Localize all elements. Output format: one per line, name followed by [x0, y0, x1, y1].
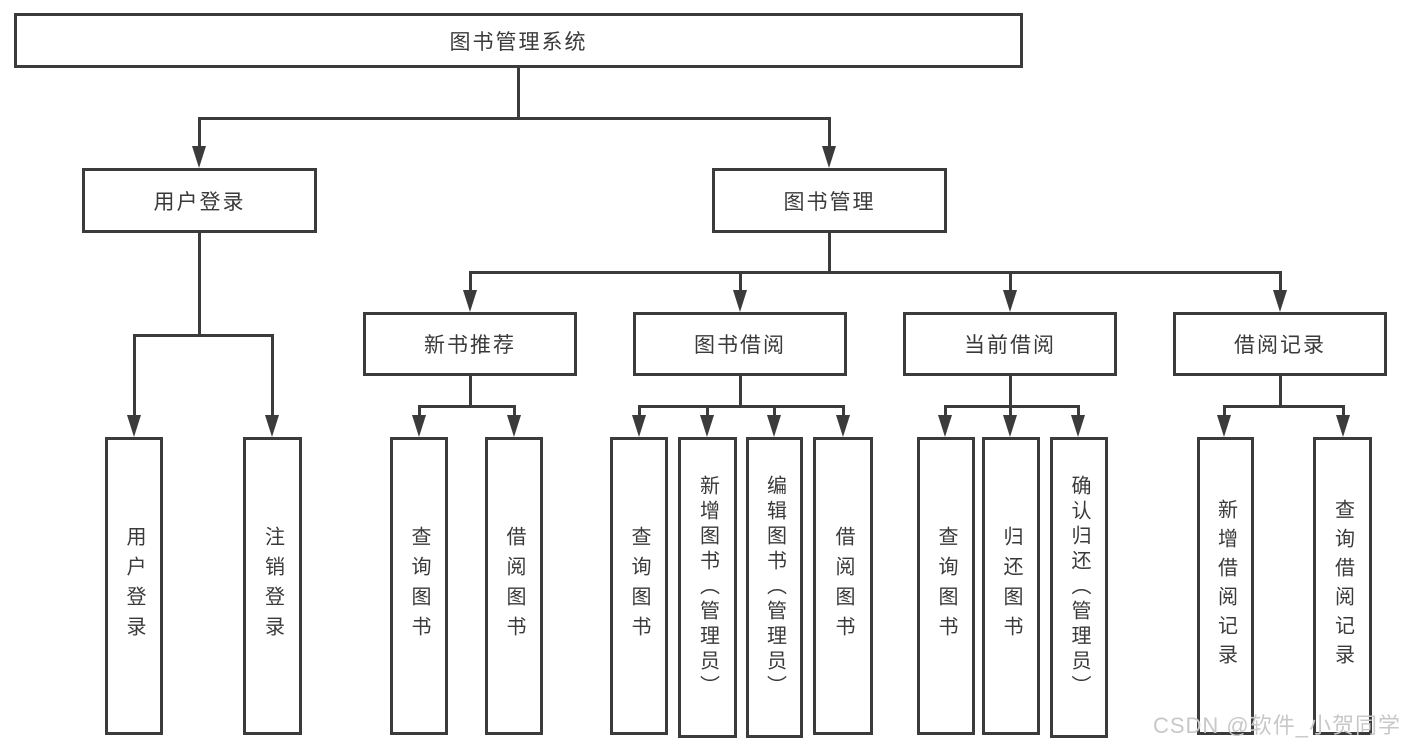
node-book-management: 图书管理 — [712, 168, 947, 233]
arrow-down-icon — [1273, 290, 1287, 312]
leaf-return-book: 归还图书 — [982, 437, 1040, 735]
connector-user-login-stem — [198, 233, 201, 335]
connector-to-leaf — [1009, 405, 1012, 417]
connector-new-book-stem — [469, 376, 472, 408]
connector-new-book-split — [418, 405, 516, 408]
arrow-down-icon — [127, 415, 141, 437]
leaf-user-login: 用户登录 — [105, 437, 163, 735]
leaf-logout: 注销登录 — [243, 437, 302, 735]
connector-to-leaf — [944, 405, 947, 417]
connector-to-leaf — [513, 405, 516, 417]
leaf-add-book-admin-label: 新增图书（管理员） — [696, 475, 719, 700]
connector-to-leaf — [773, 405, 776, 417]
connector-to-leaf — [418, 405, 421, 417]
connector-borrow-records-stem — [1279, 376, 1282, 408]
arrow-down-icon — [1071, 415, 1085, 437]
connector-book-borrow-split — [638, 405, 844, 408]
leaf-query-book-current-label: 查询图书 — [935, 526, 957, 646]
leaf-return-book-label: 归还图书 — [1000, 526, 1022, 646]
leaf-edit-book-admin: 编辑图书（管理员） — [746, 437, 803, 738]
node-root-label: 图书管理系统 — [449, 30, 588, 54]
arrow-down-icon — [265, 415, 279, 437]
leaf-borrow-book-recommend: 借阅图书 — [485, 437, 543, 735]
leaf-user-login-label: 用户登录 — [123, 526, 145, 646]
node-user-login: 用户登录 — [82, 168, 317, 233]
connector-to-new-book — [469, 271, 472, 291]
node-book-borrow-label: 图书借阅 — [694, 334, 786, 357]
arrow-down-icon — [1217, 415, 1231, 437]
arrow-down-icon — [700, 415, 714, 437]
connector-to-leaf-user-login — [133, 334, 136, 416]
arrow-down-icon — [192, 146, 206, 168]
node-borrow-records-label: 借阅记录 — [1234, 334, 1326, 357]
connector-book-borrow-stem — [739, 376, 742, 408]
connector-root-split — [198, 117, 831, 120]
arrow-down-icon — [767, 415, 781, 437]
node-borrow-records: 借阅记录 — [1173, 312, 1387, 376]
leaf-query-borrow-record-label: 查询借阅记录 — [1331, 499, 1354, 673]
leaf-logout-label: 注销登录 — [261, 526, 284, 646]
node-new-book-recommend-label: 新书推荐 — [424, 334, 516, 357]
connector-user-login-split — [133, 334, 274, 337]
node-book-borrow: 图书借阅 — [633, 312, 847, 376]
node-current-borrow-label: 当前借阅 — [964, 334, 1056, 357]
leaf-confirm-return-admin: 确认归还（管理员） — [1050, 437, 1108, 738]
connector-to-leaf — [638, 405, 641, 417]
connector-book-management-stem — [828, 233, 831, 274]
connector-to-book-management — [828, 117, 831, 147]
arrow-down-icon — [463, 290, 477, 312]
connector-to-leaf — [1342, 405, 1345, 417]
arrow-down-icon — [938, 415, 952, 437]
arrow-down-icon — [1003, 415, 1017, 437]
leaf-borrow-book-recommend-label: 借阅图书 — [503, 526, 525, 646]
arrow-down-icon — [1336, 415, 1350, 437]
connector-root-stem — [517, 66, 520, 118]
connector-to-leaf — [1077, 405, 1080, 417]
leaf-query-book-recommend-label: 查询图书 — [408, 526, 430, 646]
connector-to-user-login — [198, 117, 201, 147]
connector-to-leaf — [842, 405, 845, 417]
leaf-add-borrow-record-label: 新增借阅记录 — [1214, 499, 1237, 673]
leaf-borrow-book-label: 借阅图书 — [832, 526, 854, 646]
leaf-query-book-recommend: 查询图书 — [390, 437, 448, 735]
connector-to-leaf — [706, 405, 709, 417]
arrow-down-icon — [632, 415, 646, 437]
node-current-borrow: 当前借阅 — [903, 312, 1117, 376]
connector-to-book-borrow — [739, 271, 742, 291]
leaf-query-borrow-record: 查询借阅记录 — [1313, 437, 1372, 735]
leaf-edit-book-admin-label: 编辑图书（管理员） — [763, 475, 786, 700]
arrow-down-icon — [733, 290, 747, 312]
arrow-down-icon — [822, 146, 836, 168]
connector-current-borrow-split — [944, 405, 1080, 408]
leaf-add-book-admin: 新增图书（管理员） — [678, 437, 737, 738]
leaf-query-book-current: 查询图书 — [917, 437, 975, 735]
connector-to-current-borrow — [1009, 271, 1012, 291]
connector-to-borrow-records — [1279, 271, 1282, 291]
arrow-down-icon — [1003, 290, 1017, 312]
watermark-text: CSDN @软件_小贺同学 — [1152, 713, 1401, 738]
connector-to-leaf-logout — [271, 334, 274, 416]
leaf-borrow-book: 借阅图书 — [813, 437, 873, 735]
arrow-down-icon — [507, 415, 521, 437]
node-root: 图书管理系统 — [14, 13, 1023, 68]
connector-current-borrow-stem — [1009, 376, 1012, 408]
arrow-down-icon — [836, 415, 850, 437]
arrow-down-icon — [412, 415, 426, 437]
connector-to-leaf — [1223, 405, 1226, 417]
node-new-book-recommend: 新书推荐 — [363, 312, 577, 376]
connector-borrow-records-split — [1223, 405, 1345, 408]
connector-book-management-split — [469, 271, 1282, 274]
node-user-login-label: 用户登录 — [153, 190, 246, 214]
leaf-query-book-borrow-label: 查询图书 — [628, 526, 650, 646]
leaf-add-borrow-record: 新增借阅记录 — [1197, 437, 1254, 735]
leaf-query-book-borrow: 查询图书 — [610, 437, 668, 735]
node-book-management-label: 图书管理 — [783, 190, 876, 214]
leaf-confirm-return-admin-label: 确认归还（管理员） — [1068, 475, 1090, 700]
